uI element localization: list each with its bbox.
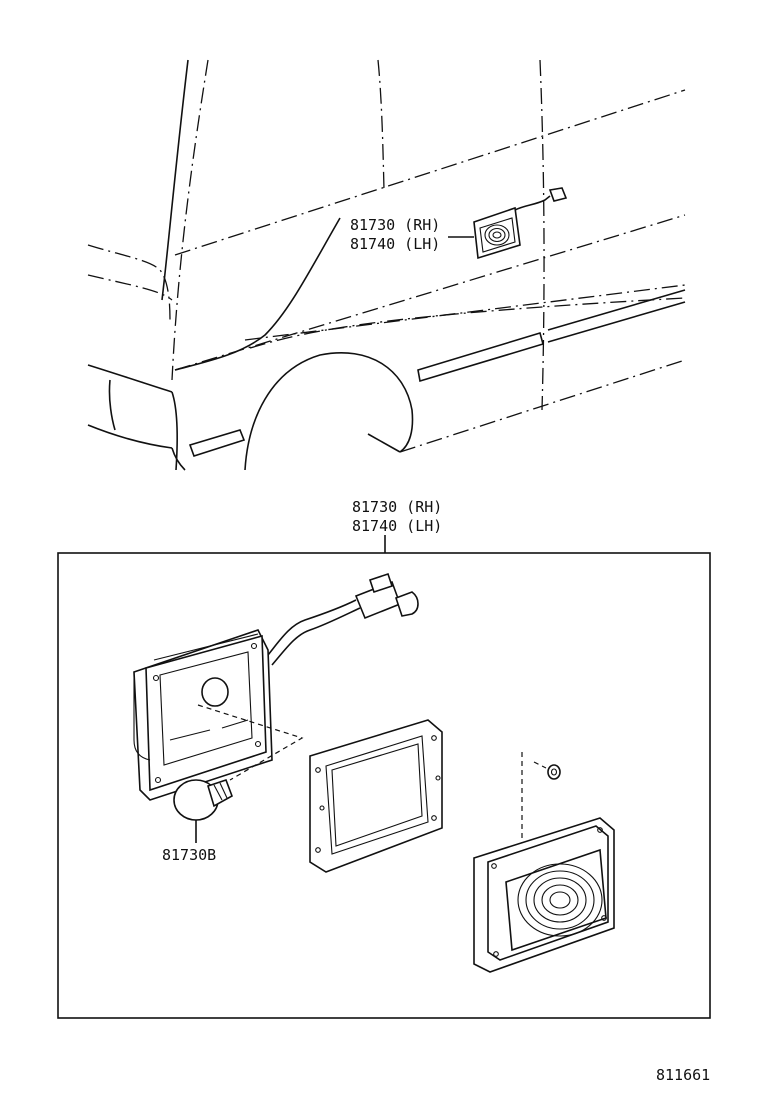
exploded-view-frame xyxy=(57,552,711,1019)
side-marker-lamp-small xyxy=(473,187,568,260)
bulb-leader xyxy=(197,704,304,781)
gasket xyxy=(309,719,443,873)
top-callout-line2: 81740 (LH) xyxy=(350,235,440,253)
lamp-socket-housing xyxy=(133,572,419,801)
bulb-label: 81730B xyxy=(162,846,216,864)
clip-leader-short xyxy=(533,761,547,769)
clip-nut xyxy=(547,764,561,780)
box-callout-line2: 81740 (LH) xyxy=(352,517,442,535)
box-callout-line1: 81730 (RH) xyxy=(352,498,442,516)
bulb-81730b xyxy=(173,778,233,821)
drawing-number: 811661 xyxy=(656,1066,710,1084)
marker-lens xyxy=(473,817,615,973)
top-callout-line1: 81730 (RH) xyxy=(350,216,440,234)
vehicle-side-view xyxy=(87,59,686,471)
